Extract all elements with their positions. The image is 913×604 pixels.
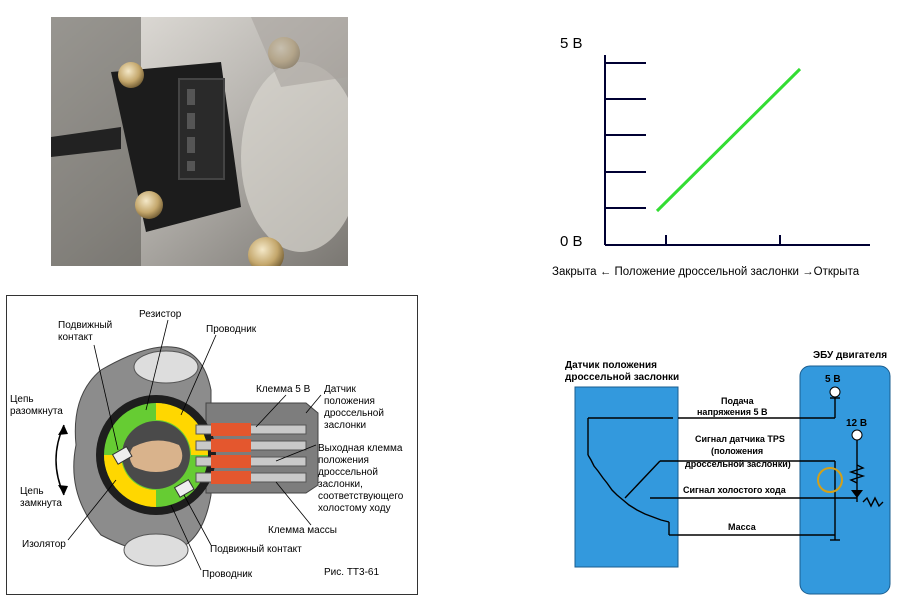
label-tps-signal-1: Сигнал датчика TPS <box>695 434 785 444</box>
figure-label: Рис. ТТ3-61 <box>324 567 379 578</box>
sensor-title-1: Датчик положения <box>565 360 657 371</box>
label-tps-signal-3: дроссельной заслонки) <box>685 459 791 469</box>
wires <box>587 397 884 541</box>
label-out-6: холостому ходу <box>318 503 391 514</box>
label-idle-signal: Сигнал холостого хода <box>683 485 787 495</box>
voltage-line <box>655 67 802 213</box>
label-out-1: Выходная клемма <box>318 443 403 454</box>
label-tps-signal-2: (положения <box>711 446 763 456</box>
label-tps-3: дроссельной <box>324 408 384 419</box>
label-tps-2: положения <box>324 396 375 407</box>
label-terminal-5v: Клемма 5 В <box>256 384 311 395</box>
label-circuit-closed-2: замкнута <box>20 498 62 509</box>
ecu-block <box>799 365 891 595</box>
label-moving-contact-1: Подвижный <box>58 320 112 331</box>
y-top-label: 5 В <box>560 35 583 52</box>
label-circuit-closed-1: Цепь <box>20 486 44 497</box>
y-bottom-label: 0 В <box>560 233 583 250</box>
label-out-5: соответствующего <box>318 491 404 502</box>
label-supply-1: Подача <box>721 396 755 406</box>
label-ground: Масса <box>728 522 757 532</box>
label-out-2: положения <box>318 455 369 466</box>
label-circuit-open-1: Цепь <box>10 394 34 405</box>
circuit-diagram: Датчик положения дроссельной заслонки ЭБ… <box>545 340 903 598</box>
y-ticks <box>605 62 646 209</box>
label-insulator: Изолятор <box>22 539 66 550</box>
label-ground-terminal: Клемма массы <box>268 525 337 536</box>
label-conductor-bottom: Проводник <box>202 569 253 580</box>
label-conductor-top: Проводник <box>206 324 257 335</box>
label-tps-4: заслонки <box>324 420 366 431</box>
label-moving-contact-2: контакт <box>58 332 93 343</box>
label-out-3: дроссельной <box>318 467 378 478</box>
x-caption: Закрыта ← Положение дроссельной заслонки… <box>552 266 860 278</box>
label-out-4: заслонки, <box>318 479 363 490</box>
sensor-title-2: дроссельной заслонки <box>565 372 679 383</box>
voltage-graph: 5 В 0 В Закрыта ← Положение дроссельной … <box>540 25 900 285</box>
terminals <box>195 423 307 484</box>
tps-photo <box>51 17 361 273</box>
sensor-cutaway: Резистор Подвижный контакт Проводник Цеп… <box>6 295 418 595</box>
label-tps-1: Датчик <box>324 384 356 395</box>
label-12v: 12 В <box>846 418 867 429</box>
label-5v: 5 В <box>825 374 841 385</box>
sensor-block <box>574 386 679 568</box>
label-resistor: Резистор <box>139 309 182 320</box>
label-circuit-open-2: разомкнута <box>10 406 63 417</box>
x-ticks <box>665 235 781 245</box>
label-moving-contact-bottom: Подвижный контакт <box>210 544 302 555</box>
ecu-title: ЭБУ двигателя <box>813 350 887 361</box>
label-supply-2: напряжения 5 В <box>697 407 768 417</box>
